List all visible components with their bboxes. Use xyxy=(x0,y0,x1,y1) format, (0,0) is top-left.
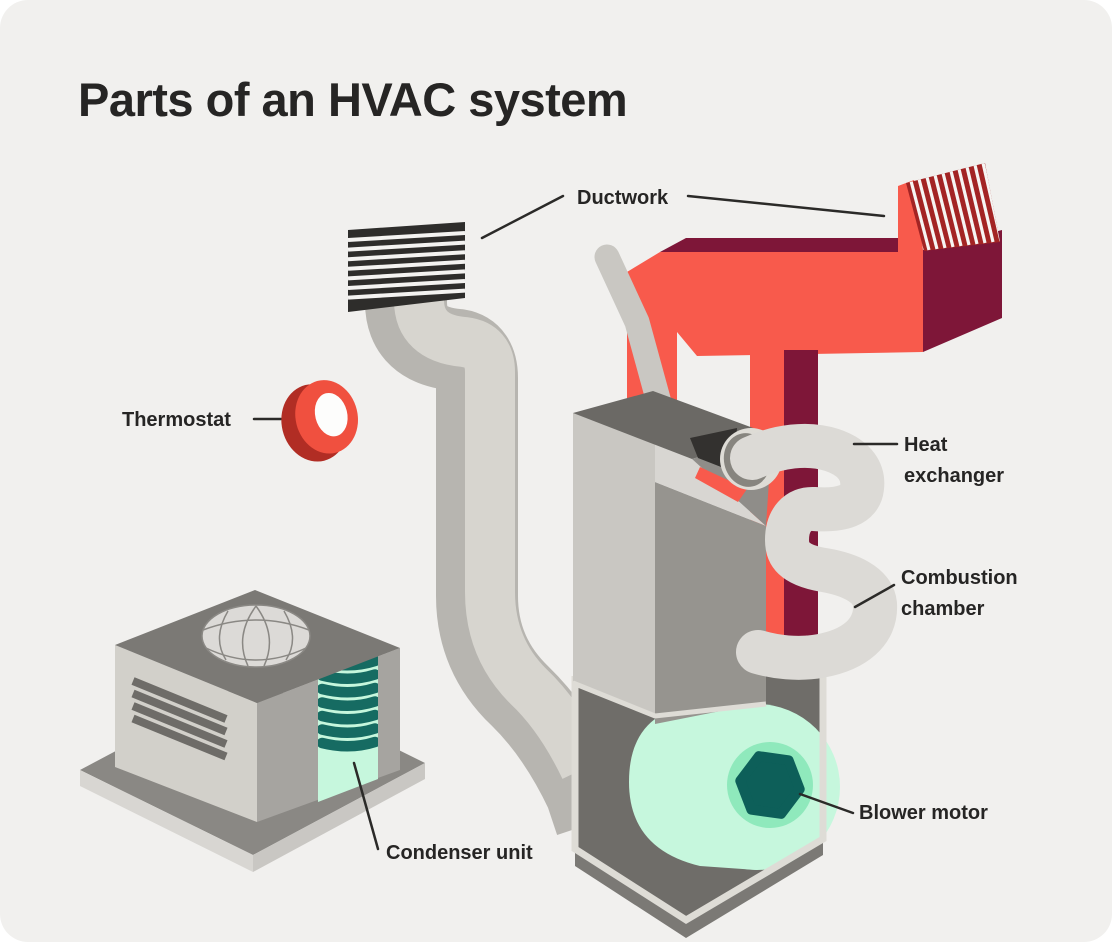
blower-motor-leader-line xyxy=(798,792,855,815)
blower-motor-illustration xyxy=(629,704,840,870)
thermostat-icon xyxy=(281,380,358,462)
condenser-unit-leader-line xyxy=(352,761,380,851)
label-ductwork: Ductwork xyxy=(577,187,669,209)
blower-compartment-illustration xyxy=(571,664,840,938)
label-thermostat: Thermostat xyxy=(122,409,231,431)
condenser-vent-slats-icon xyxy=(131,677,228,761)
combustion-chamber-leader-line xyxy=(853,583,896,609)
leader-lines xyxy=(252,194,899,851)
heat-exchanger-illustration xyxy=(730,423,898,680)
page-title: Parts of an HVAC system xyxy=(78,73,628,126)
label-blower-motor: Blower motor xyxy=(859,802,988,824)
ductwork-right-leader-line xyxy=(686,194,886,218)
label-combustion-chamber: Combustion chamber xyxy=(901,567,1018,620)
label-heat-exchanger: Heat exchanger xyxy=(904,434,1005,487)
supply-vent-icon xyxy=(906,163,1000,251)
condenser-coil-illustration xyxy=(318,645,378,802)
condenser-unit-illustration xyxy=(80,590,425,872)
ductwork-left-leader-line xyxy=(480,194,565,240)
return-grille-icon xyxy=(348,222,465,312)
condenser-fan-dome-icon xyxy=(201,604,311,668)
label-condenser-unit: Condenser unit xyxy=(386,842,533,864)
return-duct-illustration xyxy=(365,288,635,835)
